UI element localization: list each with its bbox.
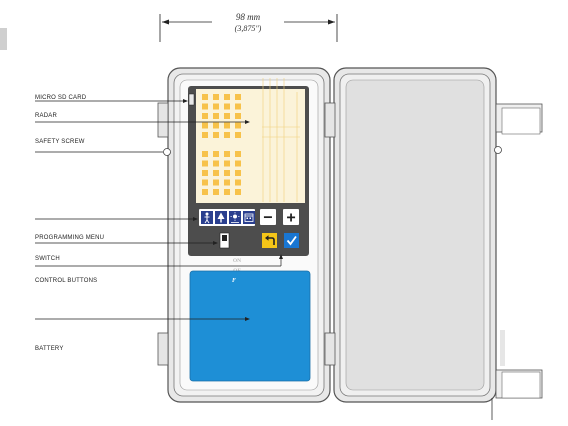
- callouts: MICRO SD CARD RADAR SAFETY SCREW PROGRAM…: [35, 95, 283, 352]
- battery: [189, 270, 311, 382]
- label-micro-sd: MICRO SD CARD: [35, 95, 87, 101]
- radar-led: [213, 170, 219, 176]
- safety-screw-left: [163, 148, 171, 156]
- label-switch: SWITCH: [35, 256, 60, 262]
- radar-led: [224, 103, 230, 110]
- label-programming-menu: PROGRAMMING MENU: [35, 235, 104, 241]
- radar-led: [213, 160, 219, 167]
- dimension-marker: 98 mm (3,875"): [159, 12, 338, 42]
- switch-on-label: ON: [233, 258, 241, 264]
- person-icon[interactable]: [201, 211, 213, 224]
- radar-led: [202, 122, 208, 129]
- radar-led: [202, 160, 208, 167]
- radar-led: [202, 113, 208, 119]
- radar-led: [224, 179, 230, 186]
- dimension-inch: (3,875"): [235, 24, 262, 33]
- ok-button[interactable]: [284, 233, 299, 248]
- radar-led: [224, 151, 230, 157]
- radar-led: [235, 94, 241, 100]
- radar-led: [213, 113, 219, 119]
- label-battery: BATTERY: [35, 346, 64, 352]
- sun-icon[interactable]: [229, 211, 241, 224]
- right-case: [324, 67, 543, 420]
- radar-led: [224, 160, 230, 167]
- radar-led: [202, 151, 208, 157]
- radar-led: [235, 179, 241, 186]
- radar-led: [213, 151, 219, 157]
- radar-led: [235, 113, 241, 119]
- radar-led: [213, 189, 219, 195]
- radar-screen: [196, 89, 305, 203]
- radar-led: [224, 170, 230, 176]
- label-radar: RADAR: [35, 113, 57, 119]
- radar-led: [213, 94, 219, 100]
- programming-menu[interactable]: [199, 209, 255, 226]
- radar-led: [235, 151, 241, 157]
- radar-led: [213, 103, 219, 110]
- radar-led: [202, 94, 208, 100]
- radar-led: [224, 94, 230, 100]
- radar-led: [213, 122, 219, 129]
- radar-led: [235, 103, 241, 110]
- dimension-mm: 98 mm: [236, 12, 261, 22]
- radar-led: [235, 160, 241, 167]
- back-button[interactable]: [262, 233, 277, 248]
- radar-led: [235, 189, 241, 195]
- radar-led: [224, 132, 230, 138]
- safety-screw-right: [494, 146, 502, 154]
- radar-led: [202, 189, 208, 195]
- radar-led: [224, 189, 230, 195]
- power-switch[interactable]: [219, 232, 230, 249]
- label-safety-screw: SAFETY SCREW: [35, 139, 85, 145]
- radar-led: [224, 122, 230, 129]
- radar-led-grid: [202, 94, 241, 195]
- radar-led: [235, 122, 241, 129]
- plus-button[interactable]: +: [283, 209, 299, 227]
- radar-led: [224, 113, 230, 119]
- switch-f-label: F: [232, 278, 236, 284]
- micro-sd-card: [188, 93, 195, 106]
- tree-icon[interactable]: [215, 211, 227, 224]
- radar-led: [202, 103, 208, 110]
- edge-mark: [0, 28, 7, 50]
- minus-button[interactable]: −: [260, 209, 276, 227]
- radar-led: [202, 170, 208, 176]
- radar-led: [235, 132, 241, 138]
- plus-symbol: +: [286, 210, 295, 227]
- radar-led: [235, 170, 241, 176]
- radar-led: [213, 179, 219, 186]
- label-control-buttons: CONTROL BUTTONS: [35, 278, 97, 284]
- radar-led: [213, 132, 219, 138]
- minus-symbol: −: [263, 210, 272, 227]
- control-panel: − +: [188, 78, 309, 256]
- radar-led: [202, 132, 208, 138]
- radar-led: [202, 179, 208, 186]
- calendar-icon[interactable]: [243, 211, 255, 224]
